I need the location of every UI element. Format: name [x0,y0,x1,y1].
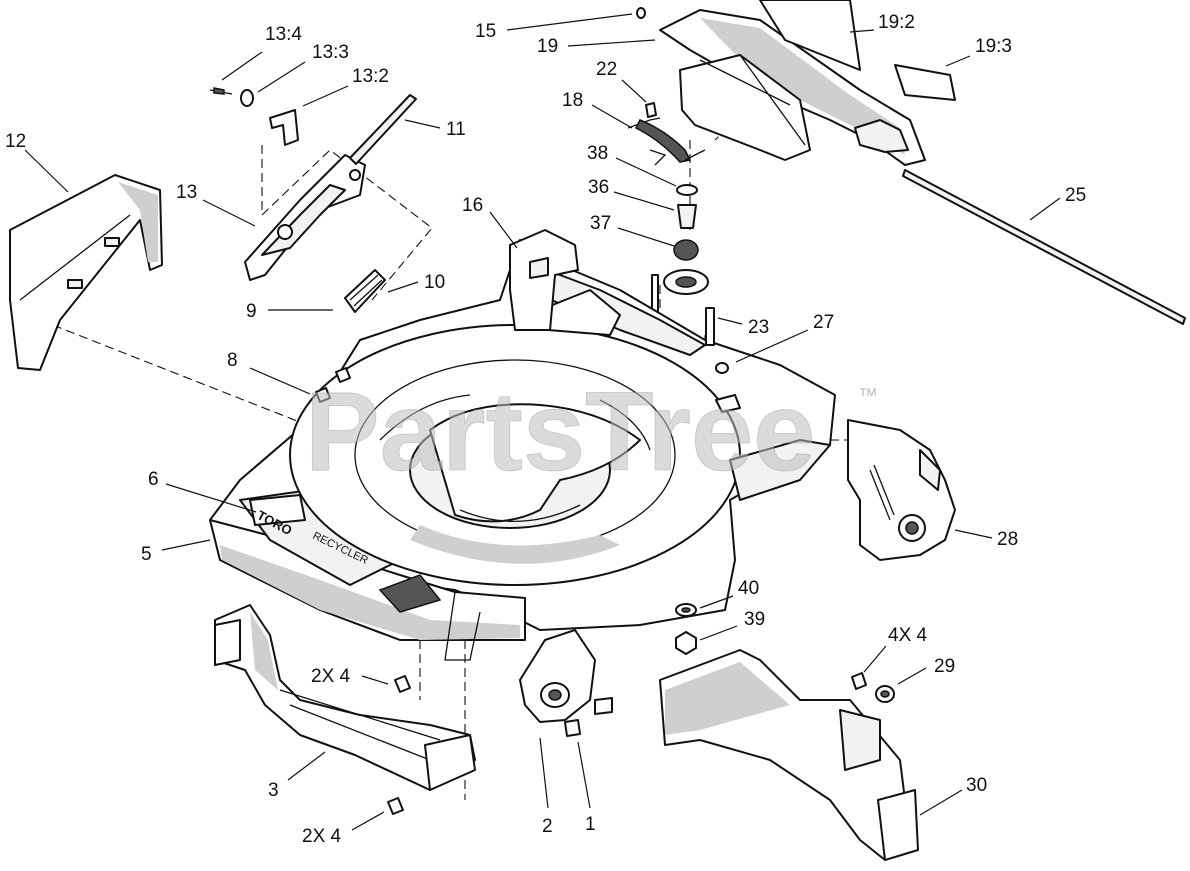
callout-16: 16 [462,195,483,216]
callout-36: 36 [588,177,609,198]
callout-40: 40 [738,578,759,599]
callout-28: 28 [997,529,1018,550]
callout-8: 8 [227,350,238,371]
callout-6: 6 [148,469,159,490]
callout-4x4: 4X 4 [888,625,928,646]
callout-9: 9 [246,301,257,322]
front-baffle-part-3 [214,604,476,815]
callout-25: 25 [1065,185,1086,206]
callout-13: 13 [176,182,197,203]
callout-2x4-top: 2X 4 [311,666,351,687]
callout-23: 23 [748,317,769,338]
wheel-washer-nut-parts-39-40 [675,603,697,655]
callout-27: 27 [813,312,834,333]
watermark-text: PartsTree [305,369,816,494]
watermark: PartsTree ™ [305,369,879,495]
callout-1: 1 [585,814,596,835]
leader-lines [24,13,1061,831]
callout-13-2: 13:2 [352,66,389,87]
callout-labels: 12 13:4 13:3 13:2 11 13 9 10 8 15 19 19:… [5,12,1086,847]
callout-37: 37 [590,213,611,234]
callout-30: 30 [966,775,987,796]
callout-39: 39 [744,609,765,630]
callout-18: 18 [562,90,583,111]
height-adjust-plate-part-28 [847,419,956,561]
rear-bracket-part-16 [509,229,579,331]
callout-11: 11 [446,119,466,140]
callout-22: 22 [596,59,617,80]
callout-10: 10 [424,272,445,293]
mower-deck-housing-part-5 [209,239,836,661]
callout-15: 15 [475,21,496,42]
callout-3: 3 [268,780,279,801]
watermark-trademark: ™ [858,385,878,407]
rear-deflector-part-12 [9,174,163,371]
callout-2x4-bottom: 2X 4 [302,826,342,847]
callout-12: 12 [5,131,26,152]
callout-38: 38 [587,143,608,164]
callout-19: 19 [537,36,558,57]
callout-13-4: 13:4 [265,24,302,45]
callout-5: 5 [141,544,152,565]
rear-door-part-19 [636,0,1186,325]
callout-19-2: 19:2 [878,12,915,33]
callout-29: 29 [934,656,955,677]
callout-2: 2 [542,816,553,837]
front-height-plate-part-2 [519,629,613,737]
side-skirt-part-30 [659,649,919,861]
callout-13-3: 13:3 [312,42,349,63]
callout-19-3: 19:3 [975,36,1012,57]
torsion-spring-part-18 [627,102,706,166]
spring-clip-parts-9-10 [344,269,386,313]
height-lever-part-13 [209,87,417,281]
